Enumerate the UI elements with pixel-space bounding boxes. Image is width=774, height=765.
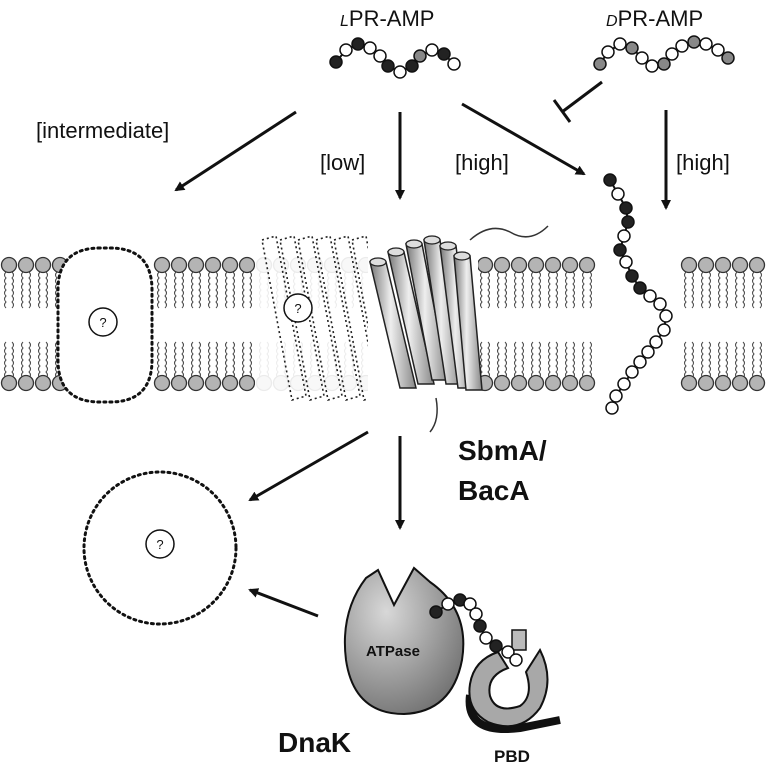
low-label: [low] xyxy=(320,150,365,175)
d-pr-amp-peptide xyxy=(593,35,735,73)
membrane-bound-peptide xyxy=(603,173,673,415)
intermediate-pore: ? xyxy=(56,246,154,404)
l-pr-amp-label: LPR-AMP xyxy=(340,6,434,31)
transporter-label-line2: BacA xyxy=(458,475,530,506)
unknown-transporter-mark: ? xyxy=(294,301,301,316)
atpase-domain xyxy=(343,566,465,716)
high-label-d: [high] xyxy=(676,150,730,175)
inhibition-line xyxy=(561,80,603,114)
arrow-to-pore xyxy=(174,110,297,192)
dnak-chaperone xyxy=(343,566,561,733)
atpase-label: ATPase xyxy=(366,643,420,660)
dnak-bound-peptide xyxy=(429,593,523,667)
unknown-pore-mark: ? xyxy=(99,315,106,330)
transporter-label-line1: SbmA/ xyxy=(458,435,547,466)
sbma-bacA-transporter xyxy=(368,225,549,433)
pbd-domain xyxy=(468,647,549,728)
arrow-to-membrane-high xyxy=(461,102,586,176)
pathway-arrows xyxy=(174,80,671,618)
unknown-cytoplasmic-target: ? xyxy=(82,470,238,626)
high-label-l: [high] xyxy=(455,150,509,175)
unknown-transporter-ghost: ? xyxy=(255,234,397,405)
l-pr-amp-peptide xyxy=(329,37,461,79)
pbd-label: PBD xyxy=(494,747,530,765)
d-pr-amp-label: DPR-AMP xyxy=(606,6,703,31)
inhibition-bar xyxy=(552,99,572,123)
arrow-to-unknown-target xyxy=(248,430,369,502)
dnak-label: DnaK xyxy=(278,727,351,758)
arrow-dnak-to-unknown xyxy=(248,588,319,618)
intermediate-label: [intermediate] xyxy=(36,118,169,143)
unknown-target-mark: ? xyxy=(156,537,163,552)
